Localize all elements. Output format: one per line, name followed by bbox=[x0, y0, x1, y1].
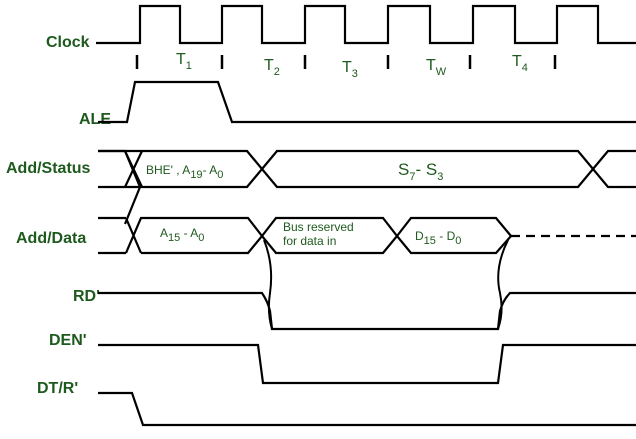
add-status-segment-address-top bbox=[98, 149, 636, 171]
bus-reserved-line1: Bus reserved bbox=[283, 220, 354, 234]
label-dtr: DT/R' bbox=[37, 380, 78, 397]
dtr-waveform bbox=[98, 391, 636, 427]
add-status-address-text: BHE' , A19- A0 bbox=[146, 163, 223, 181]
state-tw: TW bbox=[426, 57, 447, 78]
rd-link-right bbox=[497, 239, 509, 330]
label-den: DEN' bbox=[49, 332, 87, 349]
add-status-bus bbox=[98, 149, 636, 225]
t-state-ticks bbox=[135, 55, 557, 69]
rd-link-left bbox=[263, 239, 273, 330]
ale-waveform bbox=[98, 80, 636, 124]
add-status-segment-address-bottom bbox=[98, 167, 636, 189]
state-t1: T1 bbox=[176, 51, 192, 72]
label-rd: RD' bbox=[73, 288, 100, 305]
add-data-bottom bbox=[98, 234, 512, 255]
state-t3: T3 bbox=[342, 59, 358, 80]
label-add-status: Add/Status bbox=[6, 160, 91, 177]
state-t2: T2 bbox=[264, 57, 280, 78]
add-status-status-text: S7- S3 bbox=[398, 160, 443, 183]
label-ale: ALE bbox=[79, 111, 111, 128]
add-data-address-text: A15 - A0 bbox=[160, 226, 204, 244]
bus-reserved-line2: for data in bbox=[283, 234, 336, 248]
add-data-bus bbox=[98, 216, 636, 255]
clock-waveform bbox=[96, 4, 636, 45]
add-data-data-text: D15 - D0 bbox=[415, 229, 461, 247]
label-clock: Clock bbox=[46, 34, 90, 51]
add-data-top bbox=[98, 216, 512, 254]
state-t4: T4 bbox=[512, 53, 528, 74]
den-waveform bbox=[98, 343, 636, 385]
rd-waveform bbox=[98, 291, 636, 331]
add-status-left-cross bbox=[124, 150, 143, 188]
label-add-data: Add/Data bbox=[16, 230, 86, 247]
